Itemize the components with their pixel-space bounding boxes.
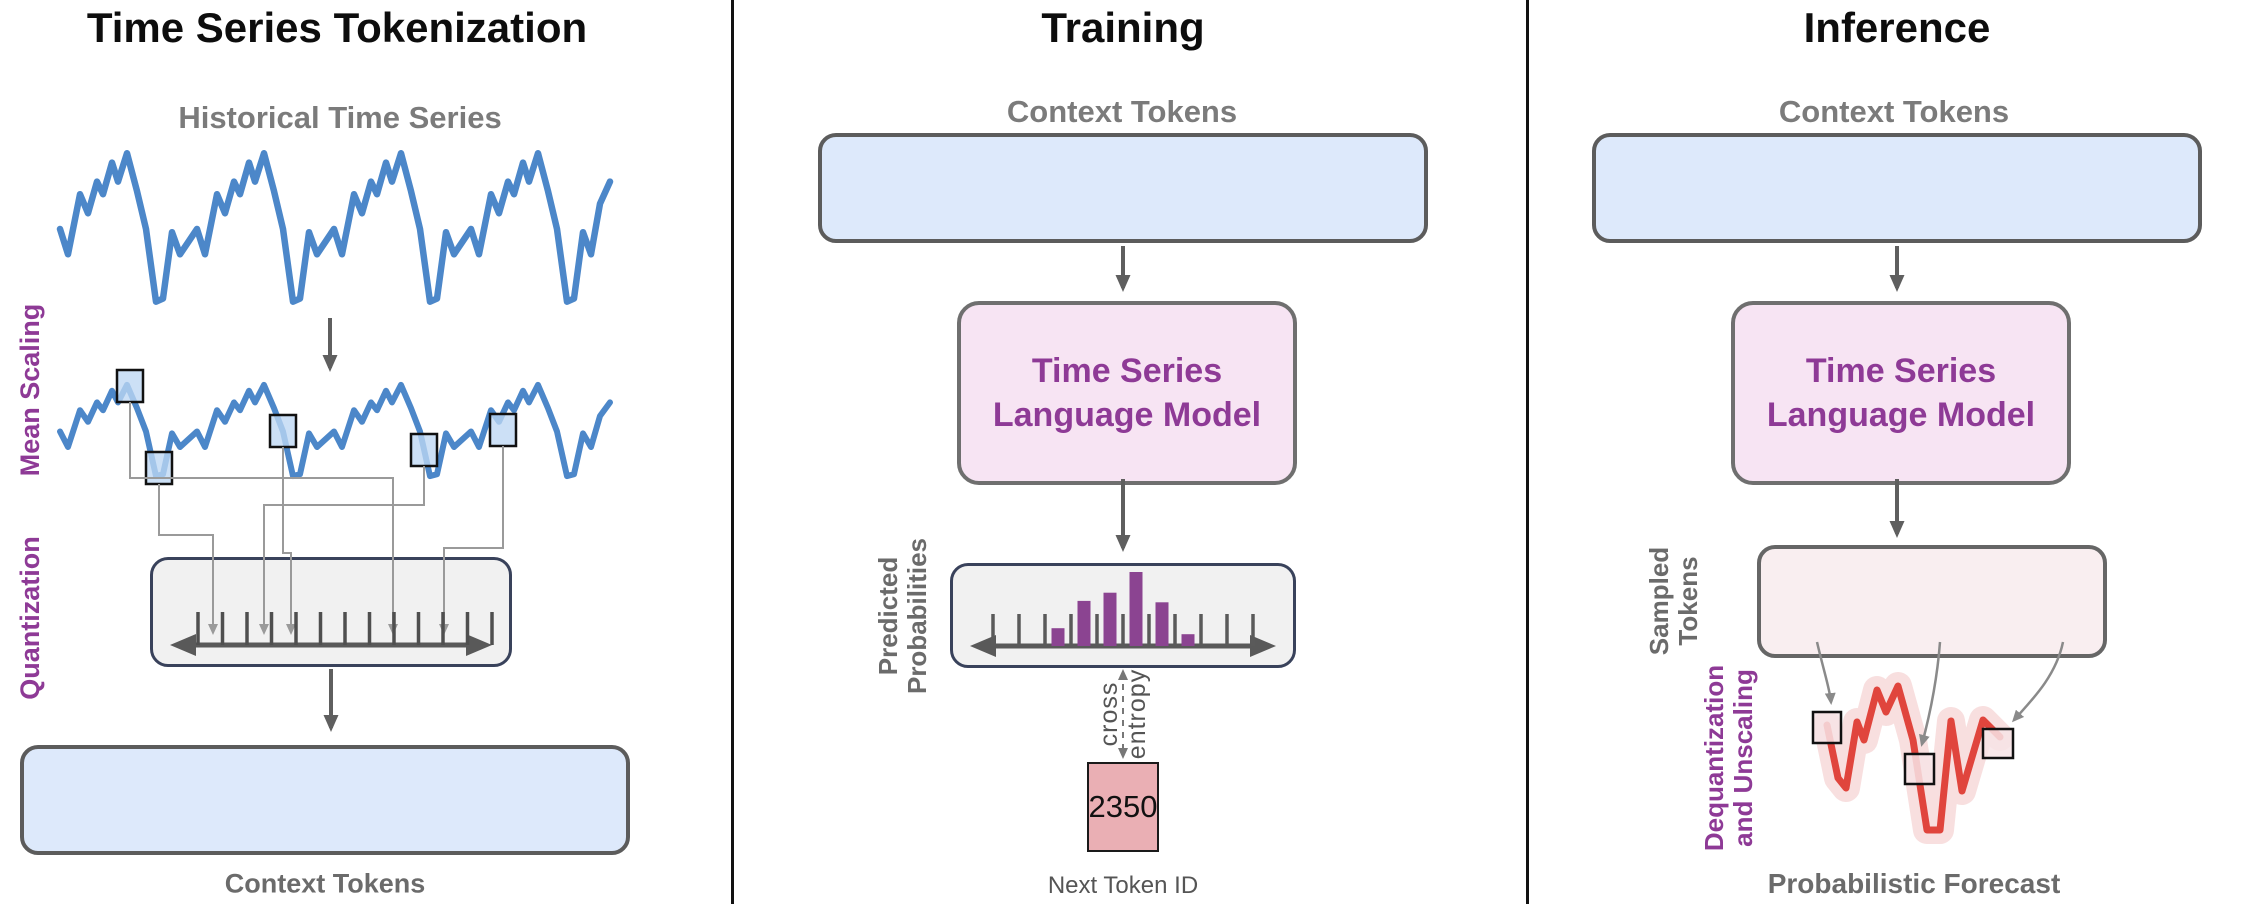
predicted-probabilities-label: Predicted Probabilities	[872, 537, 932, 695]
predicted-probabilities-box	[950, 563, 1296, 668]
predicted-line2: Probabilities	[902, 537, 932, 695]
probabilistic-forecast-caption: Probabilistic Forecast	[1767, 868, 2061, 899]
sampled-line1: Sampled	[1643, 546, 1674, 656]
panel-title-training: Training	[1041, 4, 1205, 51]
highlight-box	[409, 432, 439, 468]
next-token-id-box: 2350	[1087, 762, 1159, 852]
historical-time-series-line	[56, 149, 614, 305]
sample-highlight-boxes	[115, 368, 518, 486]
predicted-line1: Predicted	[872, 556, 903, 676]
time-series-language-model-box: Time Series Language Model	[1731, 301, 2071, 485]
mean-scaled-series-line	[57, 381, 613, 480]
panel-divider	[1526, 0, 1529, 904]
panel-title-tokenization: Time Series Tokenization	[86, 4, 588, 51]
context-tokens-container-left	[20, 745, 630, 855]
highlight-box	[268, 413, 298, 449]
mean-scaling-label: Mean Scaling	[14, 303, 45, 477]
model-label-line1: Time Series	[1805, 351, 1997, 390]
context-tokens-caption: Context Tokens	[224, 868, 426, 899]
context-tokens-header: Context Tokens	[1006, 94, 1238, 129]
loss-line1: cross	[1095, 681, 1123, 747]
forecast-box	[1981, 727, 2015, 760]
cross-entropy-label: cross entropy	[1095, 669, 1151, 759]
context-tokens-header: Context Tokens	[1778, 94, 2010, 129]
dequantization-label: Dequantization and Unscaling	[1698, 664, 1758, 852]
forecast-uncertainty-band	[1813, 672, 2014, 844]
highlight-box	[115, 368, 145, 404]
dequantized-value-boxes	[1811, 710, 2015, 786]
sampled-tokens-label: Sampled Tokens	[1643, 546, 1703, 656]
model-label-line2: Language Model	[992, 396, 1262, 434]
sampled-tokens-container	[1757, 545, 2107, 658]
highlight-box	[488, 412, 518, 448]
panel-title-inference: Inference	[1803, 4, 1991, 51]
highlight-box	[144, 450, 174, 486]
context-tokens-container-training	[818, 133, 1428, 243]
probabilistic-forecast-line	[1823, 682, 2004, 834]
panel-divider	[731, 0, 734, 904]
context-tokens-container-inference	[1592, 133, 2202, 243]
quantization-label: Quantization	[14, 536, 45, 700]
time-series-language-model-box: Time Series Language Model	[957, 301, 1297, 485]
forecast-box	[1903, 752, 1936, 786]
model-label-line2: Language Model	[1766, 396, 2036, 434]
sampled-line2: Tokens	[1673, 556, 1703, 646]
model-label-line1: Time Series	[1031, 351, 1223, 390]
forecast-box	[1811, 710, 1843, 745]
next-token-id-caption: Next Token ID	[1047, 872, 1199, 899]
dequant-line2: and Unscaling	[1728, 669, 1758, 847]
loss-line2: entropy	[1123, 668, 1151, 760]
historical-series-header: Historical Time Series	[178, 100, 502, 135]
quantization-box	[150, 557, 512, 667]
dequant-line1: Dequantization	[1698, 664, 1729, 852]
